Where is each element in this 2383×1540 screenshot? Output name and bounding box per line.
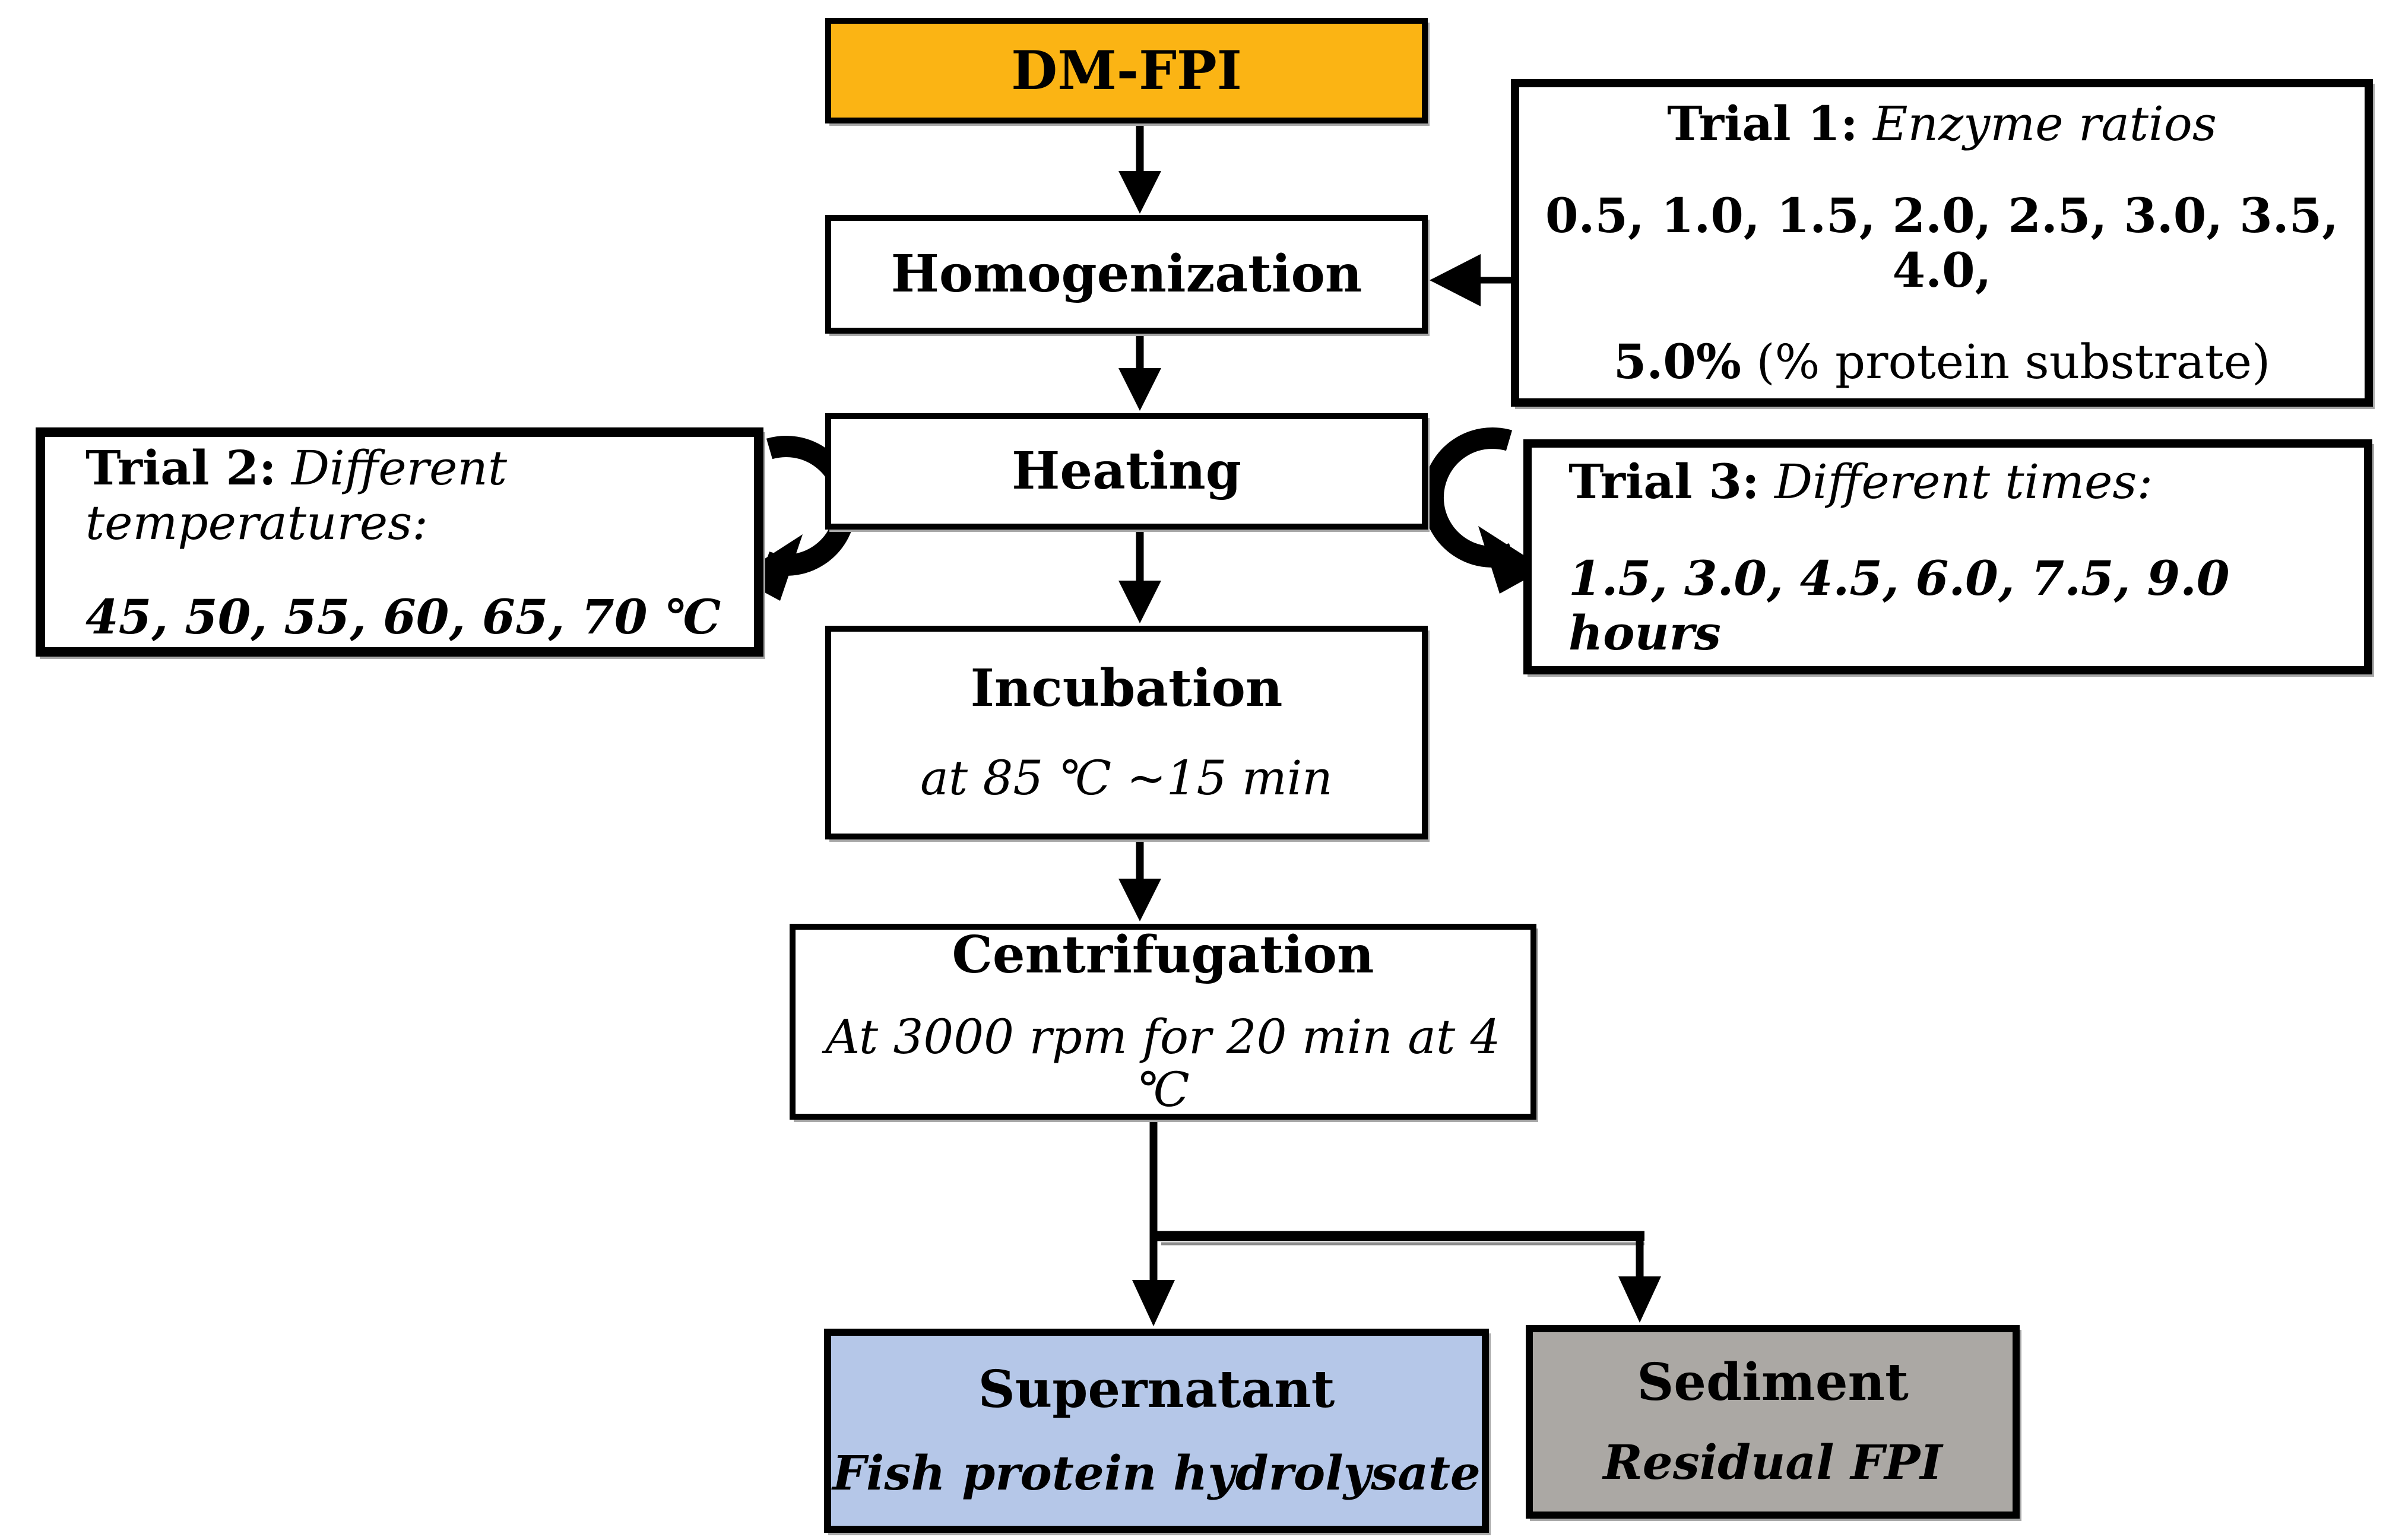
- trial3-label: Trial 3:: [1568, 453, 1760, 509]
- node-label: Homogenization: [891, 243, 1362, 304]
- trial1-values-line2-rest: (% protein substrate): [1741, 334, 2271, 389]
- arrowhead-down-icon: [1118, 171, 1161, 214]
- node-homogenization: Homogenization: [825, 215, 1428, 334]
- trial1-condition: Enzyme ratios: [1873, 96, 2217, 151]
- trial3-values: 1.5, 3.0, 4.5, 6.0, 7.5, 9.0 hours: [1568, 550, 2230, 661]
- node-label: Heating: [1012, 441, 1241, 501]
- node-heating: Heating: [825, 413, 1428, 530]
- trial1-label: Trial 1:: [1667, 96, 1858, 151]
- trial3-condition: Different times:: [1774, 454, 2153, 509]
- arrowhead-down-icon: [1118, 368, 1161, 411]
- node-label: Sediment: [1637, 1352, 1909, 1413]
- arrowhead-down-icon: [1618, 1276, 1661, 1323]
- trial1-values-line2-bold: 5.0%: [1613, 334, 1741, 389]
- arrowhead-down-icon: [1132, 1280, 1175, 1326]
- trial2-heading: Trial 2: Different temperatures:: [85, 441, 754, 550]
- node-detail: At 3000 rpm for 20 min at 4 ℃: [825, 1009, 1501, 1118]
- node-detail: Residual FPI: [1603, 1434, 1942, 1491]
- node-label: DM-FPI: [1011, 39, 1242, 102]
- node-sediment: Sediment Residual FPI: [1526, 1325, 2020, 1519]
- node-centrifugation: Centrifugation At 3000 rpm for 20 min at…: [790, 924, 1536, 1120]
- node-supernatant: Supernatant Fish protein hydrolysate: [824, 1329, 1489, 1533]
- trial1-values-line1: 0.5, 1.0, 1.5, 2.0, 2.5, 3.0, 3.5, 4.0,: [1545, 188, 2339, 298]
- trial1-heading: Trial 1: Enzyme ratios: [1667, 96, 2217, 151]
- annotation-trial2: Trial 2: Different temperatures: 45, 50,…: [36, 427, 763, 657]
- trial3-heading: Trial 3: Different times:: [1568, 454, 2153, 509]
- trial2-label: Trial 2:: [85, 439, 277, 496]
- arrowhead-down-icon: [1118, 879, 1161, 921]
- arrowhead-down-icon: [1118, 581, 1161, 623]
- arrowhead-left-icon: [1430, 254, 1481, 306]
- annotation-trial3: Trial 3: Different times: 1.5, 3.0, 4.5,…: [1523, 439, 2372, 674]
- trial1-values-line2: 5.0% (% protein substrate): [1614, 334, 2271, 389]
- trial2-condition: Different temperatures:: [85, 440, 507, 550]
- node-detail: at 85 ℃ ~15 min: [920, 750, 1333, 806]
- loop-arrow-heating-trial3: [1422, 427, 1517, 568]
- node-label: Supernatant: [978, 1360, 1335, 1420]
- node-label: Centrifugation: [952, 925, 1374, 986]
- trial2-values: 45, 50, 55, 60, 65, 70 ℃: [85, 588, 721, 645]
- node-incubation: Incubation at 85 ℃ ~15 min: [825, 626, 1428, 839]
- node-detail: Fish protein hydrolysate: [832, 1445, 1481, 1501]
- node-label: Incubation: [970, 658, 1283, 719]
- annotation-trial1: Trial 1: Enzyme ratios 0.5, 1.0, 1.5, 2.…: [1511, 79, 2373, 407]
- node-dm-fpi: DM-FPI: [825, 18, 1428, 123]
